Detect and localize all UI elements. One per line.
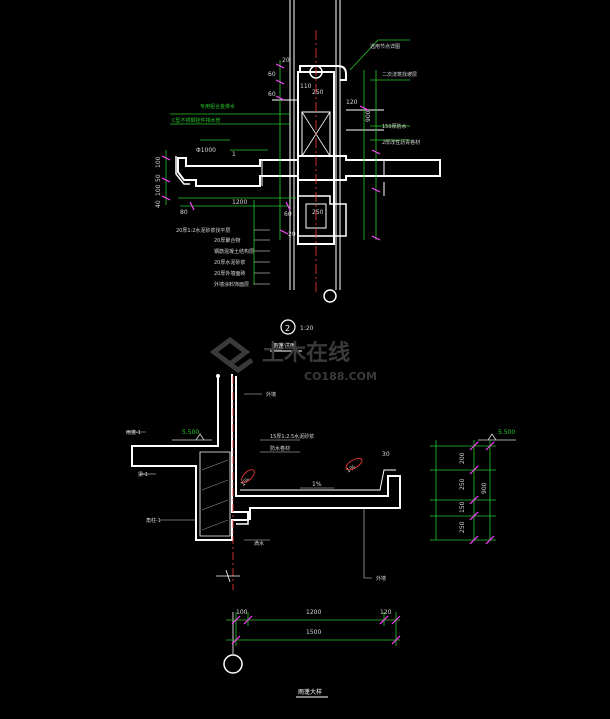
d1-dim-1: 1 xyxy=(232,151,236,158)
d2-right-dim-0: 200 xyxy=(459,452,466,464)
watermark-en: CO188.COM xyxy=(304,370,377,383)
d1-dim-bottom-1: 1200 xyxy=(232,199,247,206)
watermark-cn: 土木在线 xyxy=(262,340,350,366)
d1-title-text: 雨蓬详图 xyxy=(272,342,296,350)
detail1-gutter xyxy=(175,156,190,185)
d2-bottom-dim-0: 100 xyxy=(236,609,248,616)
d1-layer-2: 钢筋混凝土结构层 xyxy=(214,248,254,255)
d2-label-right: 外墙 xyxy=(376,575,386,582)
d1-layer-1: 20厚聚合物 xyxy=(214,237,240,244)
d2-axis-bubble xyxy=(223,654,243,674)
d1-dim-bottom-3: 250 xyxy=(312,209,324,216)
d2-slope-right: 1% xyxy=(345,463,357,474)
d1-annot-left-0: 专用铝合金排水 xyxy=(200,103,235,110)
detail1-axis-bubble-top xyxy=(309,65,323,79)
d2-right-dim-2: 150 xyxy=(459,501,466,513)
d2-right-dim-3: 250 xyxy=(459,521,466,533)
d2-canopy-slab xyxy=(235,376,401,520)
d1-layer-4: 20厚外墙面砖 xyxy=(214,270,245,277)
d1-annot-right-3: 2厚改性沥青卷材 xyxy=(382,139,420,146)
detail1-axis-bubble-bottom xyxy=(323,289,337,303)
detail1-top-cap xyxy=(299,65,347,81)
d2-label-left-bottom: 角柱-1 xyxy=(146,517,161,524)
detail1-dimension-lines xyxy=(165,39,410,285)
d1-title-circle xyxy=(280,319,296,335)
d1-pipe-label: Φ1000 xyxy=(196,147,216,154)
d2-note-layer1: 15厚1:2.5水泥砂浆 xyxy=(270,433,314,440)
detail1-wall-lines xyxy=(289,0,341,290)
d1-layer-0: 20厚1:2水泥砂浆找平层 xyxy=(176,227,230,234)
detail-2-group: 外墙 15厚1:2.5水泥砂浆 防水卷材 滴水 外墙 雨蓬-1 梁-1 角柱-1… xyxy=(126,374,516,698)
d1-dim-top-0: 20 xyxy=(282,57,290,64)
d2-bottom-dim-2: 120 xyxy=(380,609,392,616)
d1-layer-5: 外墙涂料饰面层 xyxy=(214,281,249,288)
d2-bottom-dim-1: 1200 xyxy=(306,609,321,616)
d2-title-text: 雨蓬大样 xyxy=(298,688,322,696)
d2-concrete-hatch xyxy=(199,451,231,537)
d1-dim-bottom-2: 60 xyxy=(284,211,292,218)
d1-dim-top-5: 900 xyxy=(365,110,372,122)
d1-dim-110: 110 xyxy=(300,83,312,90)
d2-bottom-total: 1500 xyxy=(306,629,321,636)
d1-annot-right-2: 150厚防水 xyxy=(382,123,407,130)
d1-dim-top-4: 120 xyxy=(346,99,358,106)
d1-dim-left-2: 100 xyxy=(155,184,162,196)
detail1-canopy-slab xyxy=(177,155,441,187)
d2-slope-mid: 1% xyxy=(312,481,322,488)
d2-wall xyxy=(131,374,249,541)
d2-right-total: 900 xyxy=(481,482,488,494)
d1-dim-top-1: 60 xyxy=(268,71,276,78)
d1-dim-left-0: 100 xyxy=(155,156,162,168)
d2-elev-right: 5.500 xyxy=(498,429,515,436)
detail1-tick-marks xyxy=(161,63,381,241)
d2-elev-left: 5.500 xyxy=(182,429,199,436)
d1-title-scale: 1:20 xyxy=(300,325,314,332)
detail1-lower-bracket xyxy=(297,195,347,237)
d1-dim-bottom-0: 80 xyxy=(180,209,188,216)
d1-dim-left-3: 40 xyxy=(155,200,162,208)
d2-note-layer2: 防水卷材 xyxy=(270,445,290,452)
d1-title-number: 2 xyxy=(285,324,290,333)
d1-annot-right-1: 二次浇筑找坡层 xyxy=(382,71,417,78)
d2-label-top: 外墙 xyxy=(266,391,276,398)
d1-dim-top-2: 60 xyxy=(268,91,276,98)
detail-1-group: 20 60 60 250 120 900 110 1 100 50 100 40… xyxy=(155,0,441,352)
d1-dim-top-3: 250 xyxy=(312,89,324,96)
watermark-logo-icon xyxy=(209,336,254,374)
d1-dim-left-1: 50 xyxy=(155,174,162,182)
d1-annot-left-1: C型不锈钢挂件排水管 xyxy=(172,117,221,124)
d2-dim-30: 30 xyxy=(382,451,390,458)
d2-right-dim-1: 250 xyxy=(459,478,466,490)
d1-annot-right-0: 选用节点详图 xyxy=(370,43,400,50)
d2-label-left-top: 雨蓬-1 xyxy=(126,429,141,436)
d2-label-under: 滴水 xyxy=(254,540,264,547)
watermark: 土木在线 CO188.COM xyxy=(209,336,377,383)
d1-dim-bottom-4: 20 xyxy=(288,231,296,238)
d2-label-left-mid: 梁-1 xyxy=(138,471,148,478)
d1-layer-3: 20厚水泥砂浆 xyxy=(214,259,245,266)
